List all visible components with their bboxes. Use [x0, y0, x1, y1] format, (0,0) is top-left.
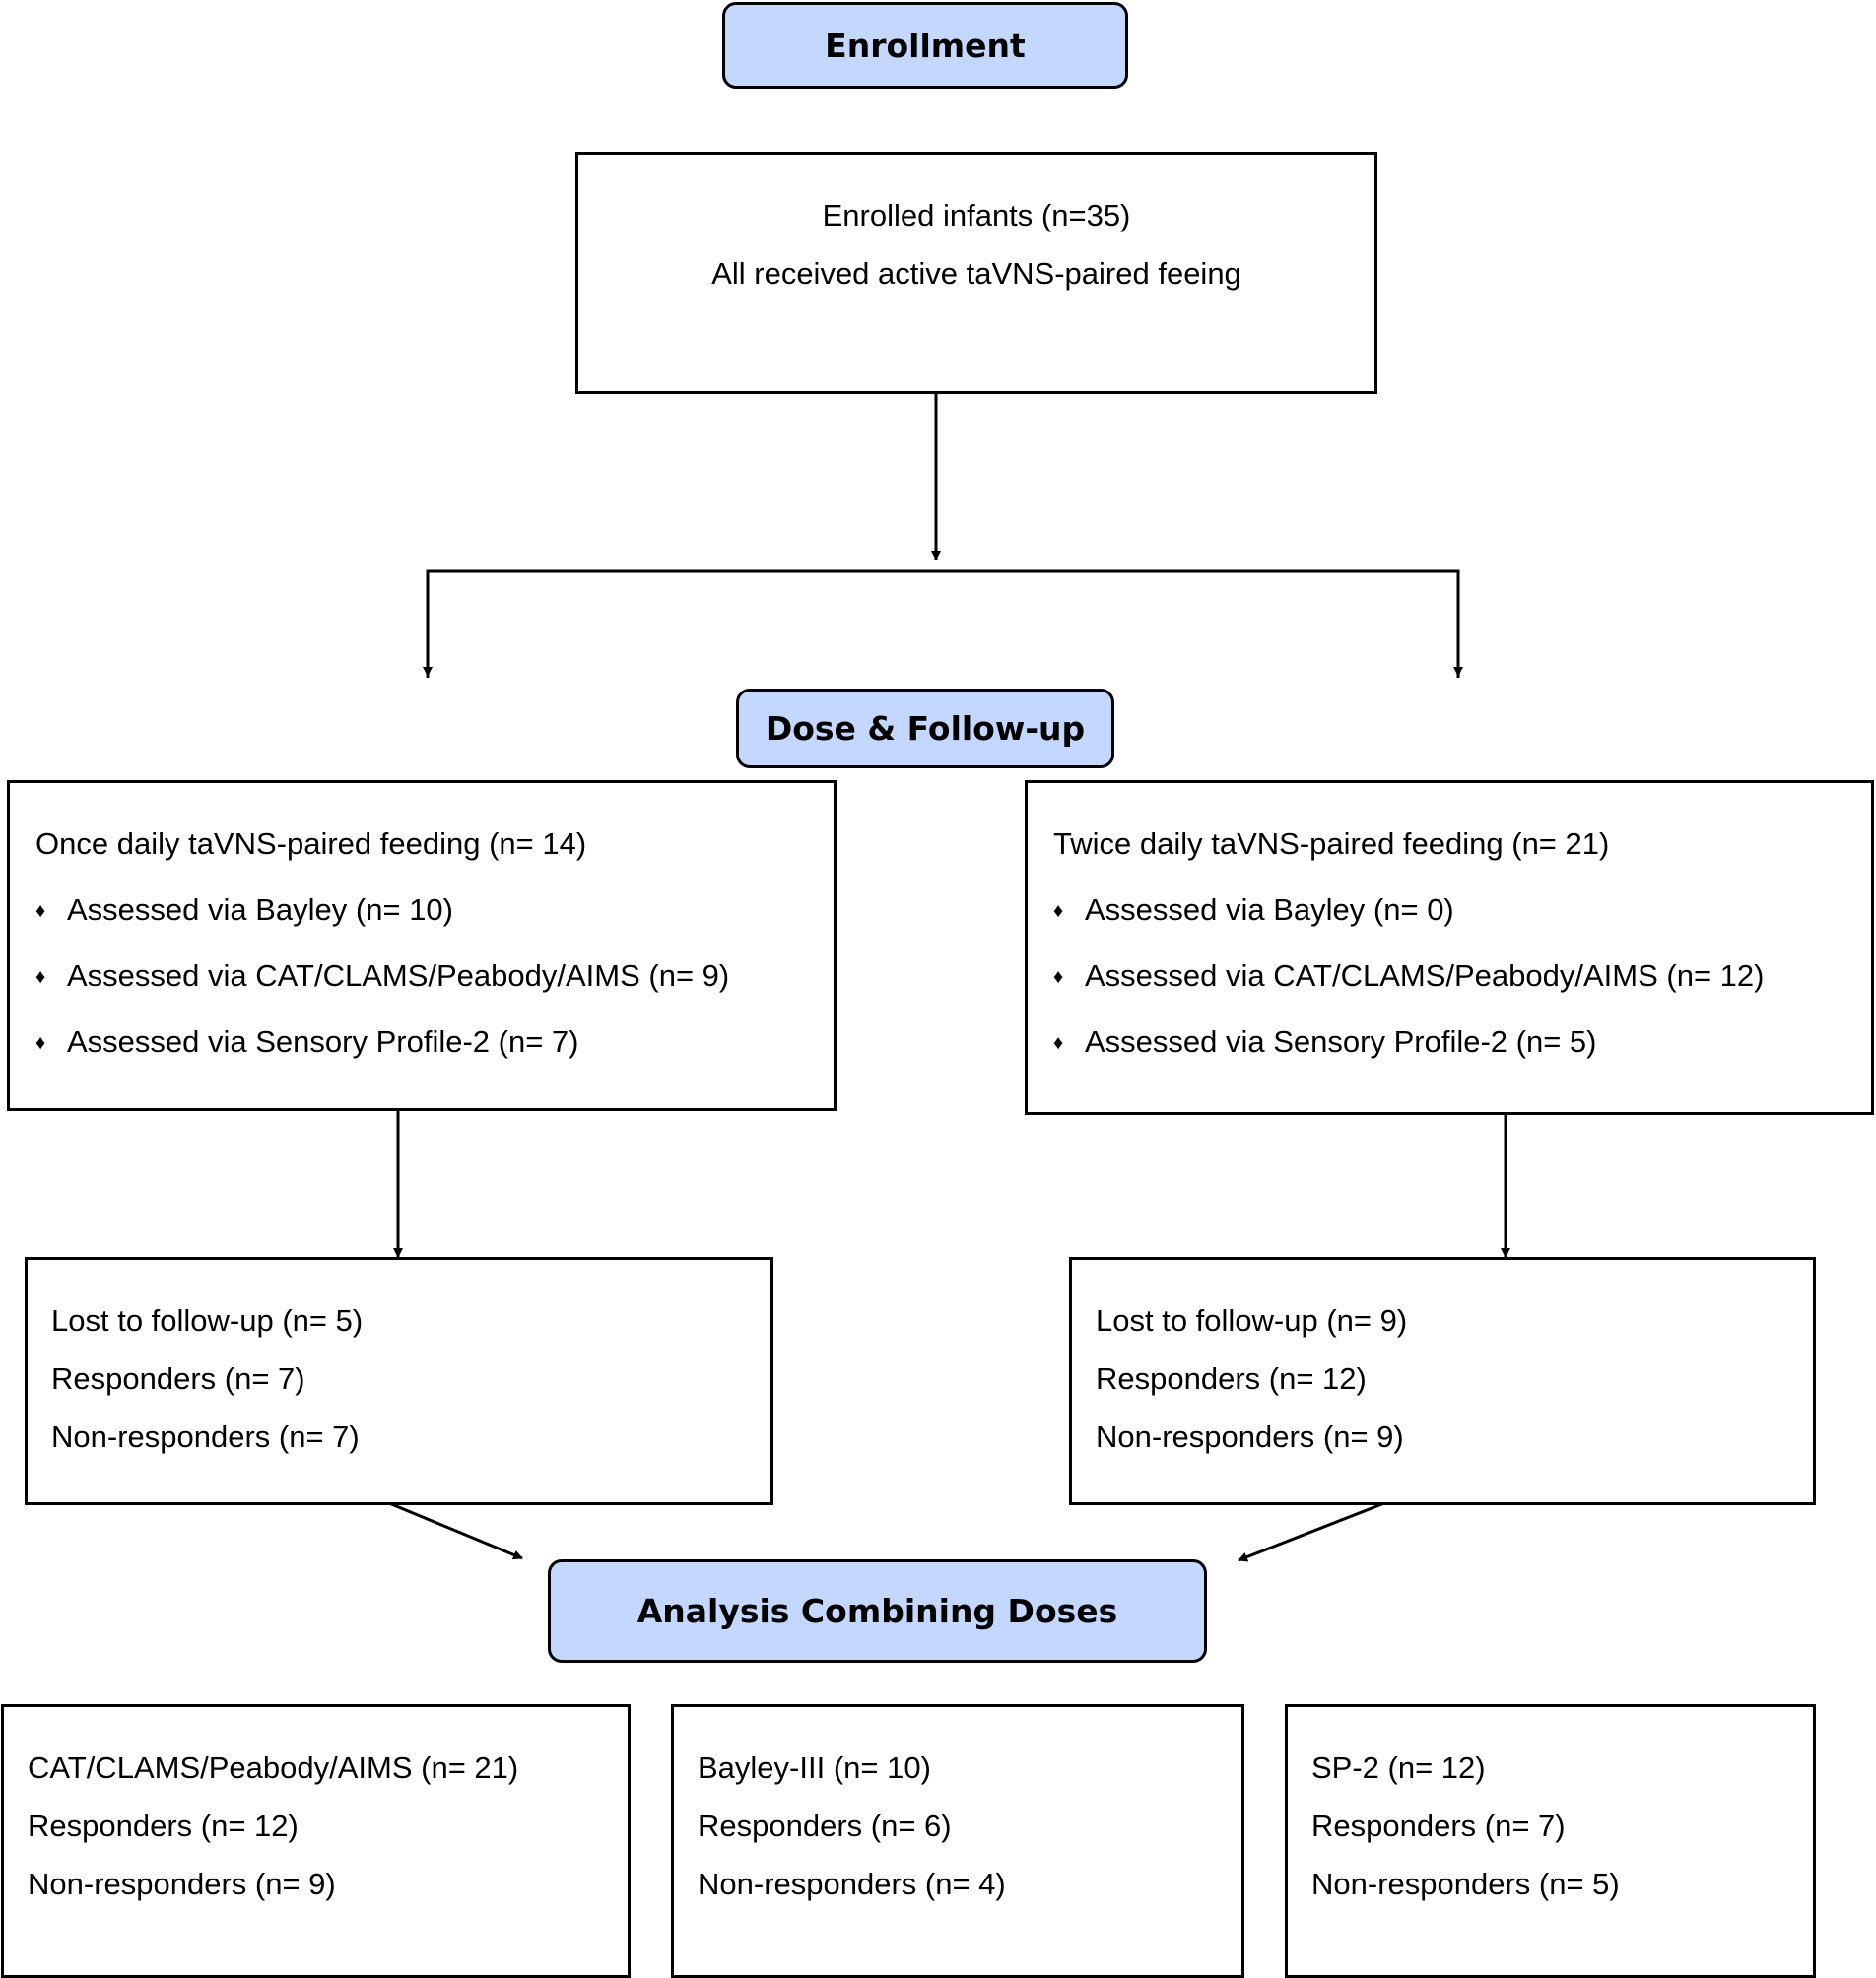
enrolled-infants-text: Enrolled infants (n=35) [822, 198, 1131, 232]
diamond-bullet-icon: ♦ [35, 1032, 46, 1054]
non-responders-text: Non-responders (n= 9) [28, 1867, 336, 1901]
once-daily-item-text: Assessed via Sensory Profile-2 (n= 7) [67, 1024, 579, 1059]
sp2-title: SP-2 (n= 12) [1311, 1750, 1486, 1785]
twice-daily-outcomes-box: Lost to follow-up (n= 9) Responders (n= … [1069, 1257, 1816, 1505]
branch-connector [426, 569, 1460, 678]
responders-text: Responders (n= 12) [1096, 1361, 1367, 1396]
once-daily-box: Once daily taVNS-paired feeding (n= 14) … [7, 780, 837, 1111]
non-responders-text: Non-responders (n= 9) [1096, 1419, 1404, 1454]
diamond-bullet-icon: ♦ [1053, 900, 1064, 922]
responders-text: Responders (n= 6) [698, 1809, 952, 1843]
twice-daily-title: Twice daily taVNS-paired feeding (n= 21) [1053, 826, 1610, 861]
enrollment-header: Enrollment [722, 2, 1128, 89]
non-responders-text: Non-responders (n= 4) [698, 1867, 1006, 1901]
twice-daily-item-text: Assessed via Bayley (n= 0) [1085, 892, 1454, 927]
once-daily-title: Once daily taVNS-paired feeding (n= 14) [35, 826, 587, 861]
twice-daily-box: Twice daily taVNS-paired feeding (n= 21)… [1025, 780, 1874, 1115]
once-daily-item-text: Assessed via CAT/CLAMS/Peabody/AIMS (n= … [67, 958, 730, 993]
lost-to-followup-text: Lost to follow-up (n= 5) [51, 1303, 364, 1338]
arrow-twice-to-analysis [1238, 1501, 1385, 1562]
enrollment-box: Enrolled infants (n=35) All received act… [575, 152, 1377, 394]
dose-followup-header-label: Dose & Follow-up [765, 709, 1086, 748]
responders-text: Responders (n= 7) [1311, 1809, 1566, 1843]
lost-to-followup-text: Lost to follow-up (n= 9) [1096, 1303, 1408, 1338]
diamond-bullet-icon: ♦ [1053, 1032, 1064, 1054]
once-daily-outcomes-box: Lost to follow-up (n= 5) Responders (n= … [25, 1257, 773, 1505]
bayley-box: Bayley-III (n= 10) Responders (n= 6) Non… [671, 1704, 1244, 1978]
sp2-box: SP-2 (n= 12) Responders (n= 7) Non-respo… [1285, 1704, 1816, 1978]
once-daily-item-text: Assessed via Bayley (n= 10) [67, 892, 453, 927]
twice-daily-item-text: Assessed via CAT/CLAMS/Peabody/AIMS (n= … [1085, 958, 1765, 993]
responders-text: Responders (n= 7) [51, 1361, 305, 1396]
enrollment-header-label: Enrollment [825, 26, 1026, 65]
dose-followup-header: Dose & Follow-up [736, 689, 1114, 768]
cat-clams-title: CAT/CLAMS/Peabody/AIMS (n= 21) [28, 1750, 519, 1785]
cat-clams-box: CAT/CLAMS/Peabody/AIMS (n= 21) Responder… [1, 1704, 631, 1978]
diamond-bullet-icon: ♦ [35, 966, 46, 988]
non-responders-text: Non-responders (n= 5) [1311, 1867, 1620, 1901]
bayley-title: Bayley-III (n= 10) [698, 1750, 931, 1785]
analysis-header: Analysis Combining Doses [548, 1559, 1207, 1663]
active-tavns-text: All received active taVNS-paired feeing [711, 256, 1241, 291]
diamond-bullet-icon: ♦ [35, 900, 46, 922]
non-responders-text: Non-responders (n= 7) [51, 1419, 360, 1454]
arrow-once-to-analysis [388, 1501, 523, 1560]
twice-daily-item-text: Assessed via Sensory Profile-2 (n= 5) [1085, 1024, 1597, 1059]
diamond-bullet-icon: ♦ [1053, 966, 1064, 988]
responders-text: Responders (n= 12) [28, 1809, 299, 1843]
analysis-header-label: Analysis Combining Doses [636, 1592, 1118, 1630]
